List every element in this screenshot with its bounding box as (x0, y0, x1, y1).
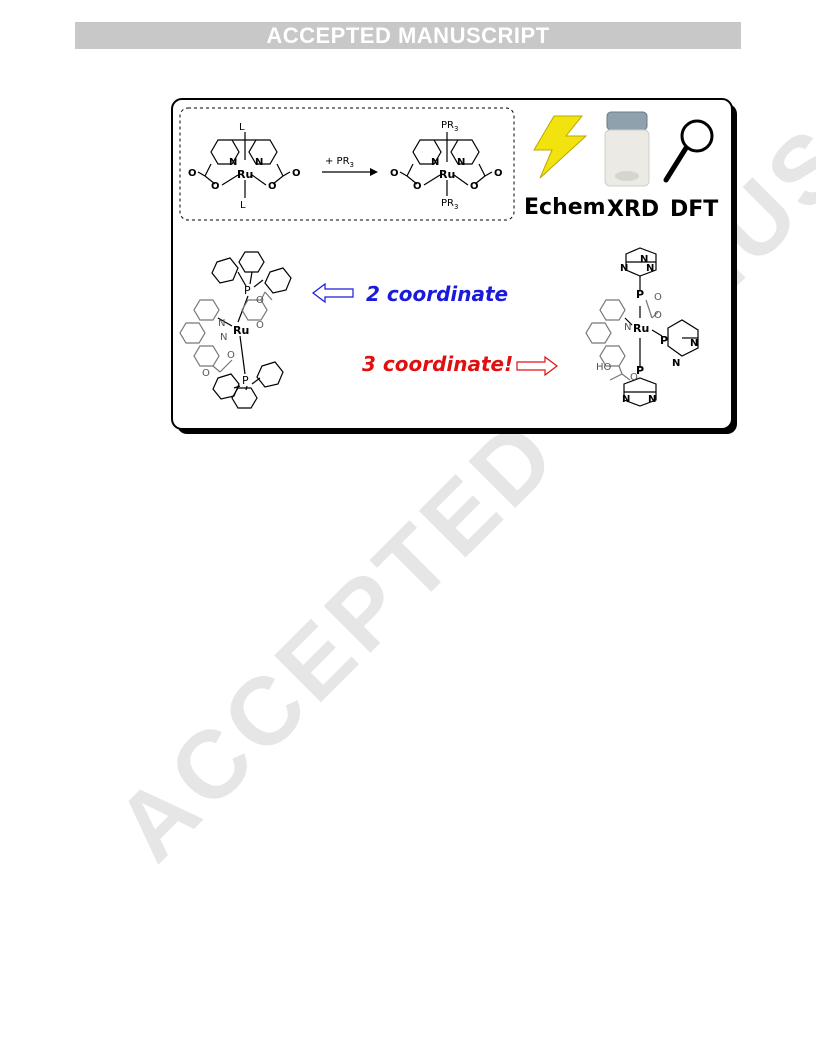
start-complex (197, 132, 291, 198)
product-o-left: O (413, 181, 422, 192)
right-o-mid: O (654, 310, 662, 321)
lightning-icon (533, 115, 588, 179)
right-n-side-a: N (690, 338, 698, 349)
product-axial-top: PR3 (441, 120, 458, 133)
right-n-side-b: N (672, 358, 680, 369)
frame (171, 98, 733, 430)
arrow-right-red-icon (516, 355, 558, 377)
arrow-left-blue-icon (312, 282, 354, 304)
product-o-right: O (470, 181, 479, 192)
product-complex (399, 132, 493, 196)
magnifying-glass-icon (663, 119, 714, 183)
vial-icon (604, 111, 650, 187)
left-o-mid: O (256, 320, 264, 331)
start-axial-bottom: L (240, 200, 246, 211)
start-o-right: O (268, 181, 277, 192)
left-n-upper: N (218, 318, 225, 329)
reaction-box (179, 107, 515, 221)
three-coordinate-label: 3 coordinate! (362, 352, 513, 376)
product-o-carbonyl-left: O (390, 168, 399, 179)
left-n-lower: N (220, 332, 227, 343)
left-o-carbonyl: O (202, 368, 210, 379)
start-ru: Ru (237, 168, 253, 181)
right-p-bottom: P (636, 364, 644, 377)
start-n-left: N (229, 157, 237, 168)
reagent-label: + PR3 (325, 156, 354, 169)
right-n-top-right: N (646, 263, 654, 274)
left-o-top: O (256, 295, 264, 306)
start-n-right: N (255, 157, 263, 168)
product-ru: Ru (439, 168, 455, 181)
method-label-xrd: XRD (607, 197, 659, 222)
two-coordinate-label: 2 coordinate (366, 282, 508, 306)
right-ho-label: HO (596, 362, 612, 373)
right-n-bottom-left: N (622, 394, 630, 405)
left-o-lower: O (227, 350, 235, 361)
method-label-echem: Echem (524, 195, 606, 220)
left-ru: Ru (233, 324, 249, 337)
product-o-carbonyl-right: O (494, 168, 503, 179)
product-axial-bottom: PR3 (441, 198, 458, 211)
start-axial-top: L (239, 122, 245, 133)
right-p-side: P (660, 334, 668, 347)
left-complex-bonds (179, 251, 292, 409)
right-o-top: O (654, 292, 662, 303)
method-label-dft: DFT (670, 197, 718, 222)
right-n-bipy: N (624, 322, 631, 333)
reaction-arrow (322, 168, 378, 176)
right-ru: Ru (633, 322, 649, 335)
accepted-manuscript-banner: ACCEPTED MANUSCRIPT (75, 22, 741, 49)
start-o-carbonyl-right: O (292, 168, 301, 179)
product-n-left: N (431, 157, 439, 168)
left-p-top: P (244, 284, 251, 297)
product-n-right: N (457, 157, 465, 168)
right-o-acid: O (630, 372, 638, 383)
right-n-bottom-right: N (648, 394, 656, 405)
start-o-left: O (211, 181, 220, 192)
right-n-top-center: N (640, 254, 648, 265)
start-o-carbonyl-left: O (188, 168, 197, 179)
right-p-top: P (636, 288, 644, 301)
right-complex-bonds (585, 247, 699, 407)
left-p-bottom: P (242, 374, 249, 387)
right-n-top-left: N (620, 263, 628, 274)
